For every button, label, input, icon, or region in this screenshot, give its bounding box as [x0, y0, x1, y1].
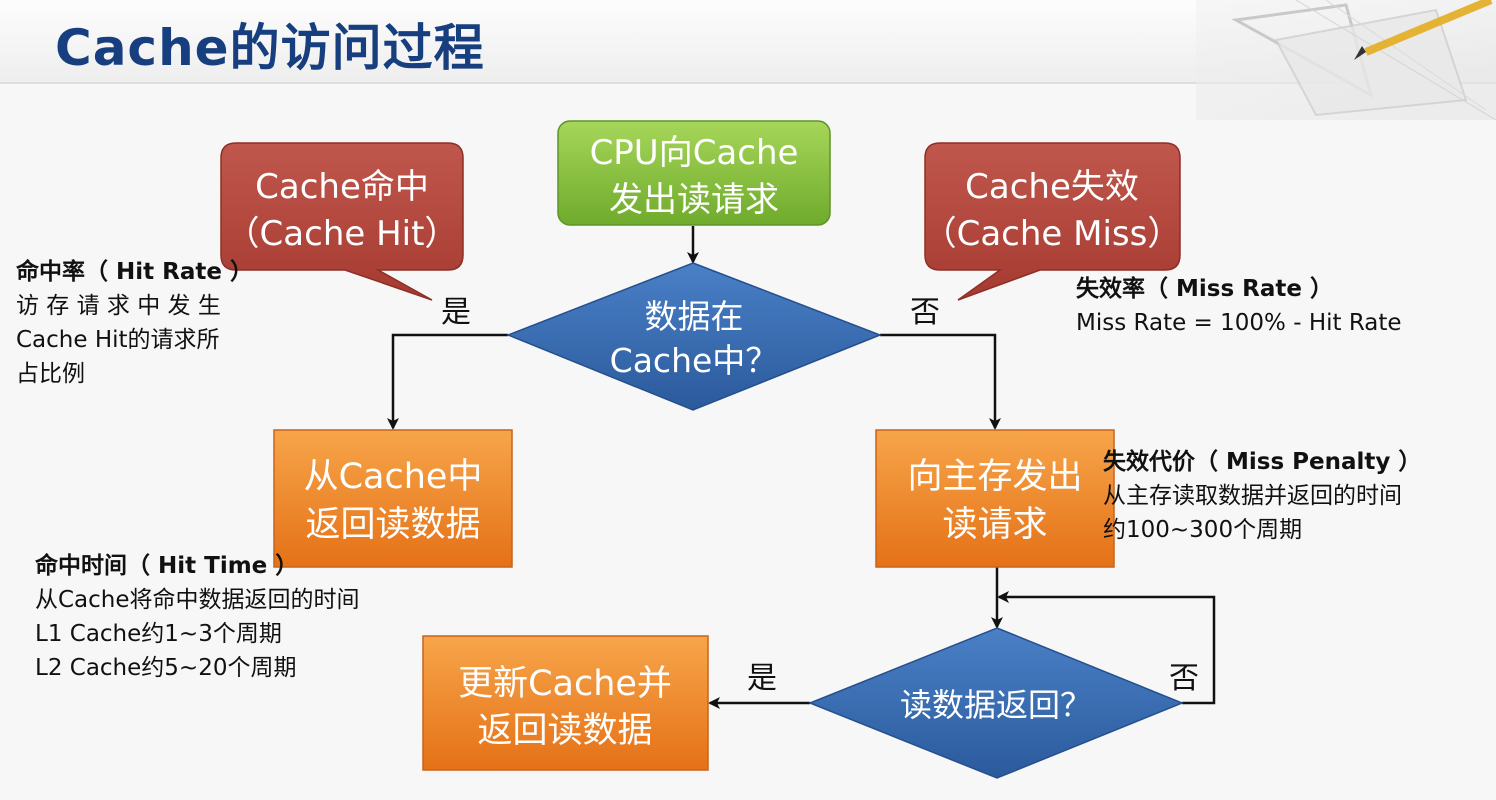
- callout-hit: Cache命中 （Cache Hit）: [220, 142, 464, 301]
- edge-label-yes-1: 是: [441, 295, 471, 330]
- connectors: [387, 226, 1216, 709]
- decision2-text: 读数据返回？: [900, 686, 1092, 724]
- node-decision-in-cache: 数据在 Cache中？: [505, 262, 883, 411]
- note-miss-rate: 失效率（ Miss Rate ） Miss Rate = 100% - Hit …: [1076, 272, 1402, 340]
- note-hit-time-line: L1 Cache约1~3个周期: [35, 621, 282, 647]
- note-miss-penalty-heading: 失效代价（ Miss Penalty ）: [1103, 449, 1422, 475]
- node-decision-returned: 读数据返回？: [807, 627, 1184, 779]
- note-hit-rate: 命中率（ Hit Rate ） 访 存 请 求 中 发 生 Cache Hit的…: [16, 255, 253, 391]
- callout-miss: Cache失效 （Cache Miss）: [923, 142, 1182, 301]
- note-hit-rate-line: 占比例: [16, 361, 85, 387]
- arrow-yes-to-read-cache: [387, 333, 508, 430]
- node-request-memory: 向主存发出 读请求: [875, 429, 1115, 568]
- node-start-line2: 发出读请求: [609, 180, 779, 220]
- note-hit-time-heading: 命中时间（ Hit Time ）: [35, 553, 299, 579]
- note-hit-time: 命中时间（ Hit Time ） 从Cache将命中数据返回的时间 L1 Cac…: [35, 549, 360, 685]
- slide-title: Cache的访问过程: [55, 19, 485, 77]
- edge-label-no-1: 否: [910, 295, 940, 330]
- request-memory-line2: 读请求: [942, 505, 1047, 545]
- note-miss-penalty: 失效代价（ Miss Penalty ） 从主存读取数据并返回的时间 约100~…: [1103, 445, 1421, 547]
- note-hit-time-line: L2 Cache约5~20个周期: [35, 655, 297, 681]
- edge-label-no-2: 否: [1169, 661, 1199, 696]
- node-read-from-cache: 从Cache中 返回读数据: [273, 429, 513, 568]
- update-cache-line1: 更新Cache并: [458, 664, 672, 704]
- note-hit-rate-heading: 命中率（ Hit Rate ）: [16, 259, 253, 285]
- note-miss-penalty-line: 约100~300个周期: [1103, 517, 1303, 543]
- node-start: CPU向Cache 发出读请求: [557, 120, 831, 226]
- update-cache-line2: 返回读数据: [477, 711, 652, 751]
- arrow-loop-no: [997, 591, 1216, 705]
- request-memory-line1: 向主存发出: [907, 457, 1082, 497]
- arrow-no-to-request-memory: [880, 333, 1001, 430]
- read-cache-line1: 从Cache中: [304, 457, 483, 497]
- callout-hit-line1: Cache命中: [255, 167, 429, 207]
- callout-miss-line1: Cache失效: [965, 167, 1139, 207]
- drafting-tools-illustration: [1196, 0, 1496, 120]
- note-hit-rate-line: 访 存 请 求 中 发 生: [16, 293, 221, 319]
- edge-label-yes-2: 是: [747, 661, 777, 696]
- note-hit-time-line: 从Cache将命中数据返回的时间: [35, 587, 360, 613]
- decision1-line2: Cache中？: [610, 341, 779, 380]
- node-update-cache: 更新Cache并 返回读数据: [422, 635, 709, 771]
- note-miss-rate-line: Miss Rate = 100% - Hit Rate: [1076, 310, 1402, 336]
- note-hit-rate-line: Cache Hit的请求所: [16, 327, 220, 353]
- pencil-icon: [1354, 0, 1493, 60]
- note-miss-penalty-line: 从主存读取数据并返回的时间: [1103, 483, 1402, 509]
- decision1-line1: 数据在: [645, 297, 744, 336]
- note-miss-rate-heading: 失效率（ Miss Rate ）: [1076, 276, 1333, 302]
- callout-miss-line2: （Cache Miss）: [923, 214, 1182, 254]
- callout-hit-line2: （Cache Hit）: [226, 214, 459, 254]
- node-start-line1: CPU向Cache: [590, 133, 799, 173]
- read-cache-line2: 返回读数据: [305, 505, 480, 545]
